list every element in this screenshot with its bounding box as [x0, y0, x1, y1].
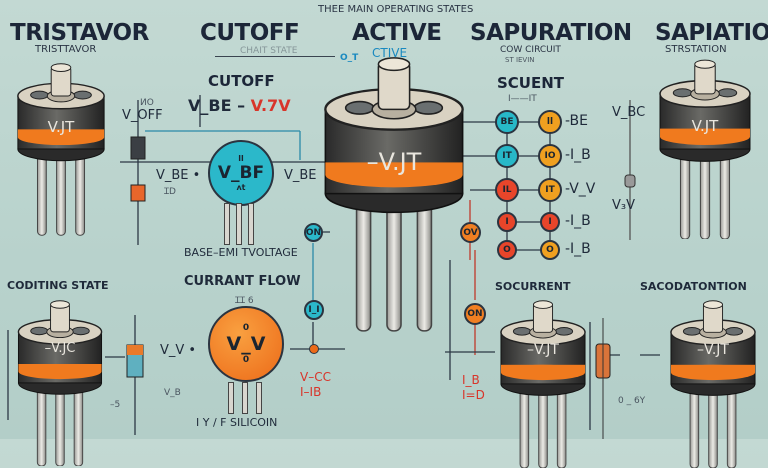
circle-top: ll	[238, 154, 244, 163]
circle-label: V_V	[226, 333, 266, 355]
title-active: ACTIVE	[352, 20, 442, 46]
title-sapiation: SAPIATION	[655, 20, 768, 46]
vcc-label: V–CC	[300, 370, 331, 384]
resistors	[126, 136, 636, 439]
left-bottom-small: –5	[110, 400, 121, 410]
transistor-label: V.JT	[691, 117, 719, 135]
cutoff-equation: V_BE – V.7V	[188, 96, 291, 115]
scent-node-a: O	[497, 240, 517, 260]
ib-label: I–IB	[300, 385, 322, 399]
transistor-label: –V.JC	[44, 341, 76, 356]
v-off-top: ИO	[140, 98, 154, 108]
transistor-label: V.JT	[47, 118, 75, 136]
scent-node-b: IO	[538, 144, 562, 168]
ov-node-right: OV	[460, 222, 481, 243]
transistor-label: –V.JT	[527, 342, 559, 358]
transistor-label: –V.JT	[697, 342, 729, 358]
title-cutoff: CUTOFF	[200, 20, 300, 46]
scent-node-b: IT	[538, 178, 562, 202]
id-node-label: I=D	[462, 388, 485, 402]
current-left-sub: V_B	[164, 388, 181, 398]
scent-node-a: BE	[495, 110, 519, 134]
scent-row-label: -BE	[565, 113, 589, 129]
socurrent-heading: SOCURRENT	[495, 280, 571, 293]
cutoff-circle: ll V_BF ʌt	[208, 140, 274, 206]
subtitle-tristavor: TRISTTAVOR	[35, 44, 97, 55]
ib-node-label: I_B	[462, 373, 480, 387]
scent-node-b: O	[540, 240, 560, 260]
circle-label: V_BF	[217, 163, 265, 183]
circle-bottom: ʌt	[236, 183, 246, 192]
transistor-bottom-left: –V.JC	[12, 296, 108, 466]
cutoff-caption: BASE–EMI TVOLTAGE	[184, 246, 298, 259]
transistor-bottom-right: –V.JT	[664, 296, 762, 468]
on-node-bottom: ON	[464, 303, 486, 325]
v-off-label: V_OFF	[122, 108, 163, 123]
scent-node-a: IT	[495, 144, 519, 168]
scent-heading: SCUENT	[497, 74, 565, 92]
vbe-right-label: V_BE	[284, 168, 317, 183]
scent-node-b: ll	[538, 110, 562, 134]
vbe-left-sub: ꞮD	[164, 187, 176, 197]
coditing-state-heading: CODITING STATE	[7, 279, 109, 292]
scent-row-label: -I_B	[565, 241, 591, 257]
scent-row-label: -I_B	[565, 147, 591, 163]
subtitle-saturation: COW CIRCUIT	[500, 45, 561, 55]
cutoff-heading: CUTOFF	[208, 72, 275, 90]
scent-node-a: I	[497, 212, 517, 232]
scent-row-label: -V_V	[565, 181, 596, 197]
transistor-bottom-mid: –V.JT	[494, 296, 592, 468]
current-circle: 0 V_V 0	[208, 306, 284, 382]
title-saturation: SAPURATION	[470, 20, 632, 46]
v-bc-label: V_BC	[612, 105, 646, 120]
v3v-label: V₃V	[612, 198, 635, 213]
scent-scale: I——IT	[508, 94, 537, 104]
circle-top: 0	[242, 323, 250, 333]
right-sub-label: 0 _ 6Y	[618, 396, 646, 406]
current-left-label: V_V •	[160, 343, 197, 358]
current-top-label: ꞮꞮ 6	[235, 296, 254, 306]
subtitle-cutoff: CHAIT STATE	[240, 46, 298, 56]
title-tristavor: TRISTAVOR	[10, 20, 149, 46]
on-node-left: ON	[304, 223, 323, 242]
diagram-subtitle: THEE MAIN OPERATING STATES	[318, 4, 474, 15]
scent-node-b: I	[540, 212, 560, 232]
transistor-center: –V.JT	[316, 48, 472, 333]
subtitle-sapiation: STRSTATION	[665, 44, 727, 55]
cutoff-circle-legs	[222, 203, 254, 245]
i-node: I_I	[304, 300, 324, 320]
scent-row-label: -I_B	[565, 213, 591, 229]
marker-label: O_T	[340, 53, 359, 63]
junction-dot	[309, 344, 319, 354]
scent-node-a: IL	[495, 178, 519, 202]
transistor-label: –V.JT	[366, 148, 422, 176]
subtitle-saturation-2: ST IEVIN	[505, 56, 535, 64]
circle-bottom: 0	[242, 355, 250, 365]
equation-left: V_BE –	[188, 96, 246, 115]
current-circle-legs	[226, 382, 262, 414]
header-divider	[215, 56, 335, 57]
vbe-left-label: V_BE •	[156, 168, 201, 183]
current-heading: CURRANT FLOW	[184, 274, 301, 289]
equation-value: V.7V	[250, 96, 291, 115]
current-caption: I Y / F SILICOIN	[196, 416, 278, 429]
transistor-top-left: V.JT	[12, 58, 110, 236]
transistor-top-right: V.JT	[648, 55, 762, 239]
subtitle-active: CTIVE	[372, 46, 408, 60]
sacodatontion-heading: SACODATONTION	[640, 280, 747, 293]
